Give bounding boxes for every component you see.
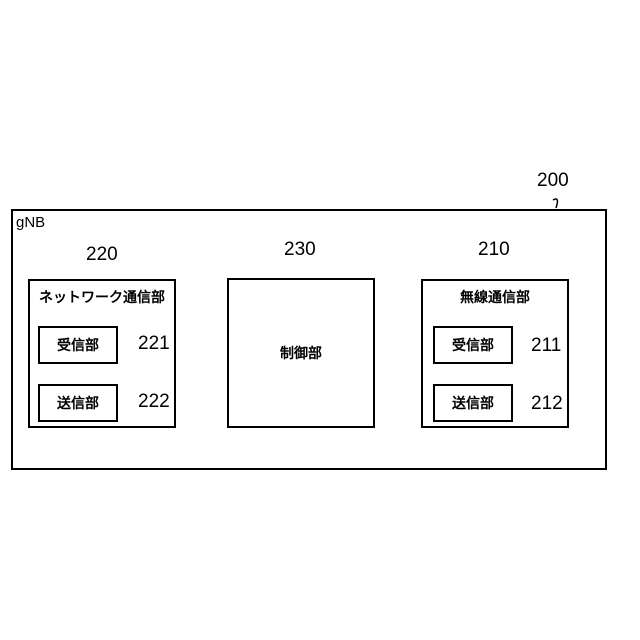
radio-transmitter-box: 送信部 xyxy=(433,384,513,422)
radio-transmitter-label: 送信部 xyxy=(435,393,511,413)
radio-unit-title: 無線通信部 xyxy=(423,287,567,307)
network-receiver-box: 受信部 xyxy=(38,326,118,364)
control-unit-ref-number: 230 xyxy=(284,239,316,261)
network-unit-title: ネットワーク通信部 xyxy=(30,287,174,307)
leader-200 xyxy=(553,199,557,208)
network-transmitter-label: 送信部 xyxy=(40,393,116,413)
network-unit-ref-number: 220 xyxy=(86,244,118,266)
network-transmitter-ref: 222 xyxy=(138,391,170,413)
control-unit: 制御部 xyxy=(227,278,375,428)
network-receiver-ref: 221 xyxy=(138,333,170,355)
gnb-label: gNB xyxy=(16,214,45,231)
radio-transmitter-ref: 212 xyxy=(531,393,563,415)
network-receiver-label: 受信部 xyxy=(40,335,116,355)
radio-unit-ref-number: 210 xyxy=(478,239,510,261)
radio-receiver-ref: 211 xyxy=(531,335,561,357)
control-unit-label: 制御部 xyxy=(229,343,373,363)
radio-receiver-box: 受信部 xyxy=(433,326,513,364)
network-transmitter-box: 送信部 xyxy=(38,384,118,422)
device-ref-number: 200 xyxy=(537,170,569,192)
radio-receiver-label: 受信部 xyxy=(435,335,511,355)
